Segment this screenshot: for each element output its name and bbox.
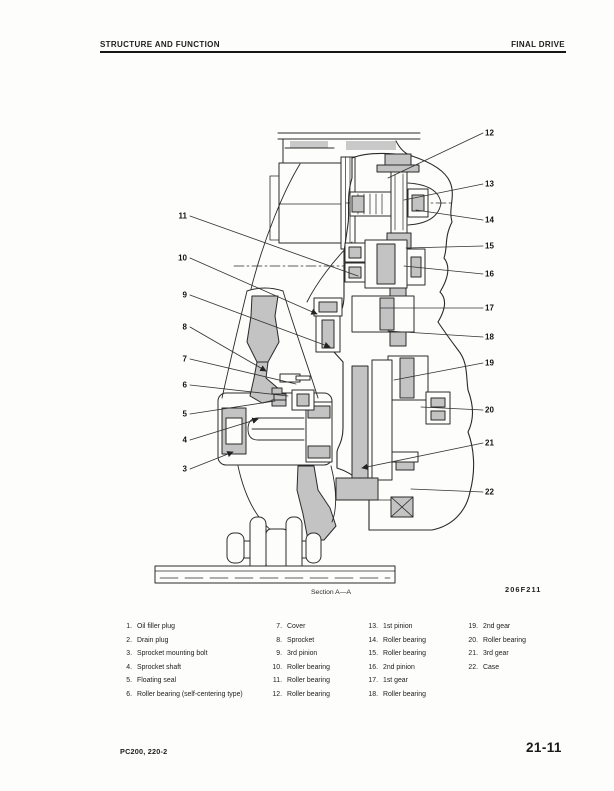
callout-7: 7 (182, 354, 187, 364)
callout-16: 16 (485, 269, 494, 279)
track-link-and-shoe (154, 516, 396, 584)
track-frame (277, 132, 421, 165)
parts-list-item: 11.Roller bearing (272, 677, 330, 684)
parts-list-column-4: 19.2nd gear 20.Roller bearing 21.3rd gea… (460, 620, 526, 674)
sprocket-hub (217, 392, 333, 466)
second-shaft-group (344, 239, 426, 347)
parts-list-item: 5.Floating seal (126, 677, 177, 684)
parts-list-item: 22.Case (468, 663, 500, 671)
parts-list-item: 10.Roller bearing (272, 663, 330, 671)
footer-page-number: 21-11 (526, 740, 562, 755)
footer-model-number: PC200, 220-2 (120, 747, 168, 756)
parts-list-item: 6.Roller bearing (self-centering type) (126, 690, 243, 698)
parts-list-item: 20.Roller bearing (468, 636, 526, 644)
parts-list-item: 21.3rd gear (468, 650, 509, 657)
parts-list-item: 15.Roller bearing (368, 650, 426, 657)
callout-12: 12 (485, 128, 494, 138)
callout-3: 3 (182, 464, 187, 474)
callout-8: 8 (182, 322, 187, 332)
figure-code: 206F211 (505, 585, 542, 594)
output-gear-group (335, 355, 451, 518)
parts-list-item: 19.2nd gear (468, 623, 511, 630)
section-caption: Section A—A (311, 589, 352, 596)
parts-list-item: 7.Cover (276, 623, 306, 630)
callout-18: 18 (485, 332, 494, 342)
seal-bearing-cluster (271, 373, 315, 411)
parts-list-column-3: 13.1st pinion 14.Roller bearing 15.Rolle… (360, 620, 426, 701)
third-pinion-group (313, 297, 343, 353)
callout-22: 22 (485, 487, 494, 497)
parts-list-item: 12.Roller bearing (272, 690, 330, 698)
parts-list-item: 13.1st pinion (368, 623, 413, 630)
callout-20: 20 (485, 405, 494, 415)
callout-4: 4 (182, 435, 187, 445)
header-rule (100, 51, 566, 54)
header-chapter-title: FINAL DRIVE (511, 40, 565, 49)
parts-list-item: 16.2nd pinion (368, 663, 415, 671)
parts-list-item: 8.Sprocket (276, 636, 315, 644)
parts-list-item: 9.3rd pinion (276, 650, 318, 657)
parts-list-item: 18.Roller bearing (368, 690, 426, 698)
callout-11: 11 (178, 211, 187, 221)
callout-21: 21 (485, 438, 494, 448)
callout-17: 17 (485, 303, 494, 313)
callout-14: 14 (485, 215, 494, 225)
callout-19: 19 (485, 358, 494, 368)
parts-list-column-1: 1.Oil filler plug 2.Drain plug 3.Sprocke… (114, 620, 243, 701)
callout-6: 6 (182, 380, 187, 390)
first-pinion-group (349, 153, 442, 249)
travel-motor (269, 156, 356, 250)
parts-list-item: 17.1st gear (368, 677, 408, 684)
callout-10: 10 (178, 253, 187, 263)
callout-leader-lines (189, 132, 484, 493)
callout-5: 5 (182, 409, 187, 419)
callout-15: 15 (485, 241, 494, 251)
callout-9: 9 (182, 290, 187, 300)
parts-list-column-2: 7.Cover 8.Sprocket 9.3rd pinion 10.Rolle… (264, 620, 330, 701)
parts-list-item: 4.Sprocket shaft (126, 663, 182, 671)
sprocket-section (221, 287, 319, 404)
parts-list-item: 3.Sprocket mounting bolt (126, 650, 208, 657)
header-section-title: STRUCTURE AND FUNCTION (100, 40, 220, 49)
callout-13: 13 (485, 179, 494, 189)
parts-list-item: 2.Drain plug (126, 636, 169, 644)
parts-list-item: 1.Oil filler plug (126, 623, 175, 630)
parts-list-item: 14.Roller bearing (368, 636, 426, 644)
